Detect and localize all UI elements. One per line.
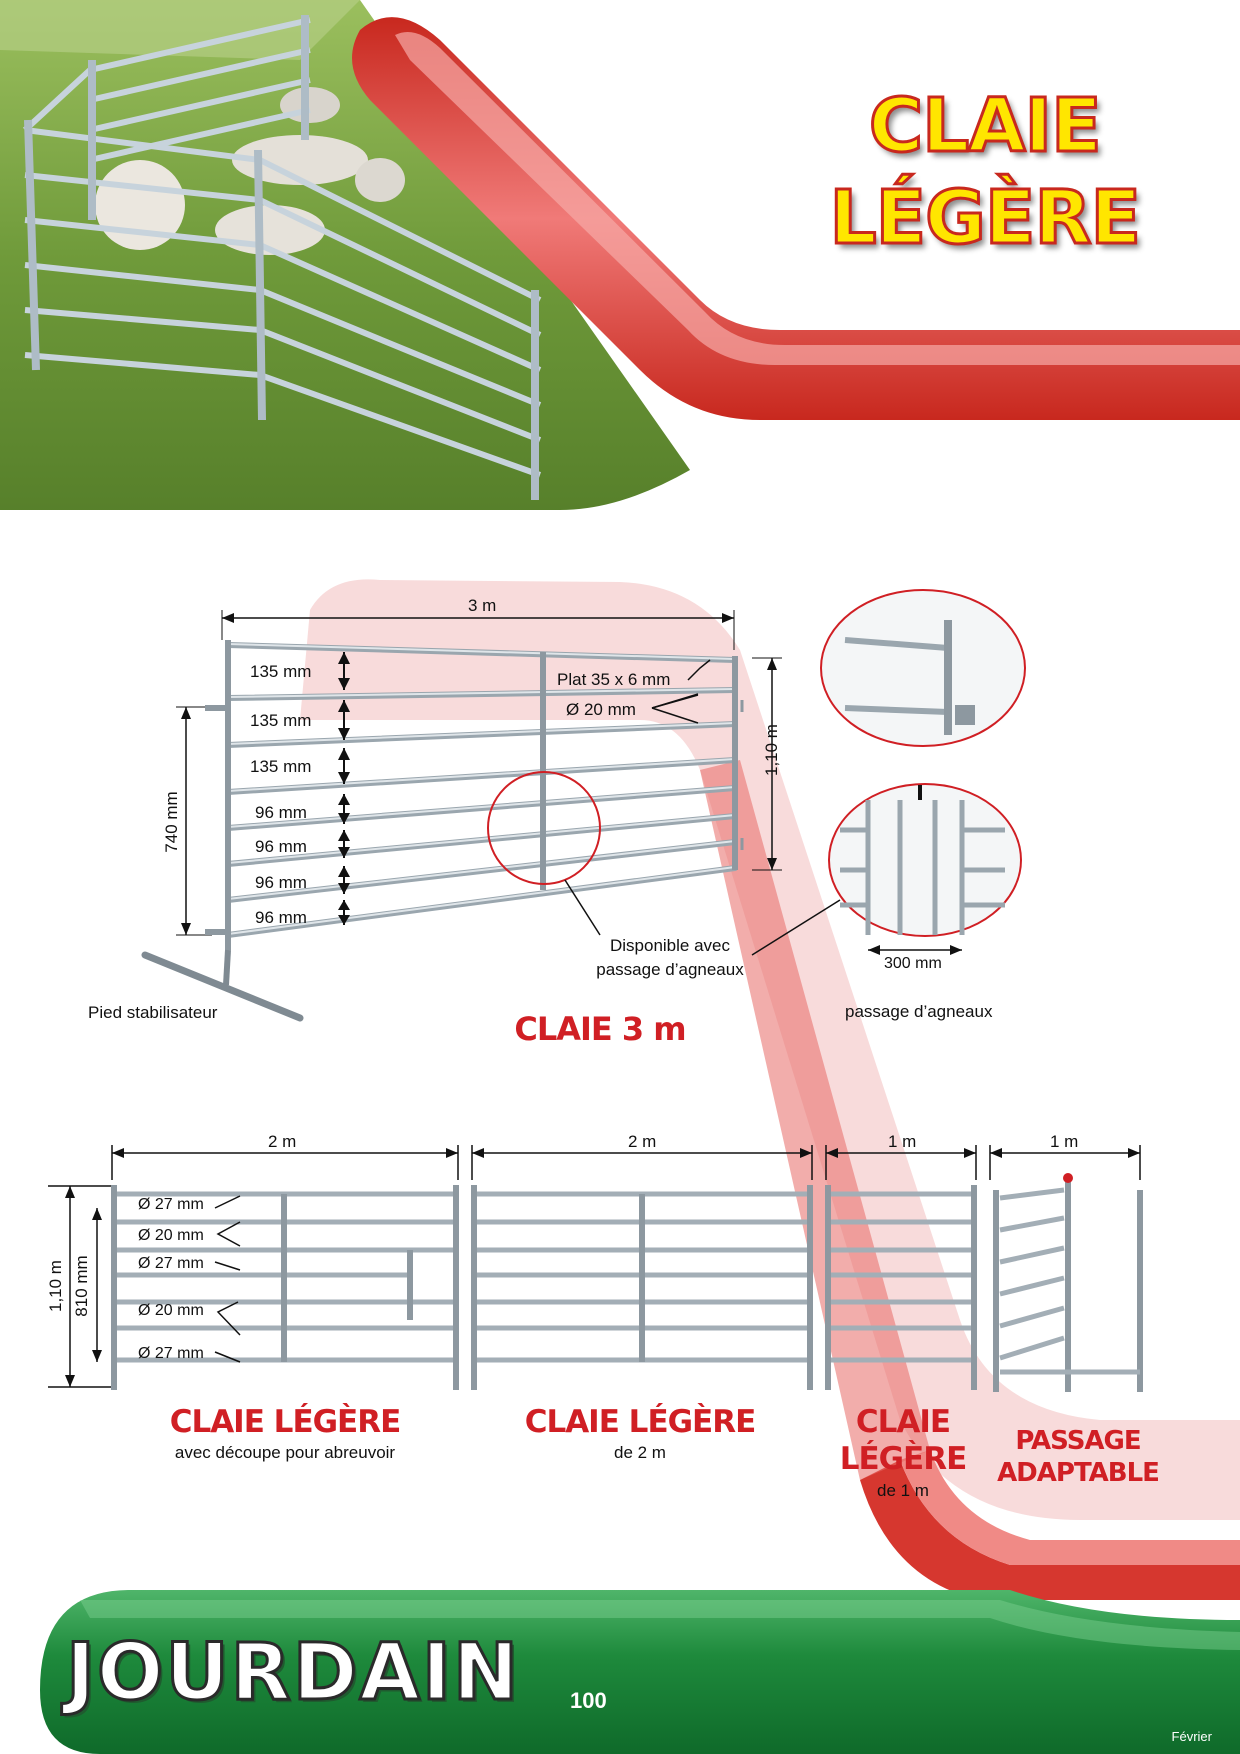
title-line-2: LÉGÈRE: [828, 174, 1143, 263]
gap-label: 96 mm: [255, 803, 307, 822]
title-line-1: CLAIE: [867, 82, 1103, 171]
footer-month: Février: [1171, 1729, 1212, 1744]
panel3-sub: de 1 m: [877, 1481, 929, 1500]
panel1-sub: avec découpe pour abreuvoir: [174, 1443, 396, 1462]
diameter-label: Ø 20 mm: [138, 1227, 204, 1244]
dim-height-110: 1,10 m: [762, 724, 781, 776]
height-outer: 1,10 m: [46, 1260, 65, 1312]
width-label: 1 m: [888, 1132, 917, 1151]
passage-label: passage d’agneaux: [845, 1002, 993, 1021]
width-label: 1 m: [1050, 1132, 1079, 1151]
panel2-title: CLAIE LÉGÈRE: [524, 1404, 757, 1440]
tube-label: Ø 20 mm: [566, 700, 636, 719]
panel1-title: CLAIE LÉGÈRE: [169, 1404, 402, 1440]
gap-label: 96 mm: [255, 908, 307, 927]
dim-3m: 3 m: [468, 596, 497, 615]
claie-3m-diagram: [141, 610, 841, 1022]
bottom-diagrams: [48, 1145, 1143, 1392]
dispo-line-2: passage d’agneaux: [596, 960, 744, 979]
diameter-label: Ø 20 mm: [138, 1302, 204, 1319]
dispo-line-1: Disponible avec: [609, 936, 730, 955]
green-footer-bar: [40, 1590, 1240, 1754]
pied-label: Pied stabilisateur: [88, 1003, 218, 1022]
dim-740mm: 740 mm: [162, 791, 181, 853]
gap-label: 135 mm: [250, 662, 312, 681]
detail-circle-passage: [828, 783, 1022, 955]
panel4-title-2: ADAPTABLE: [997, 1458, 1160, 1488]
height-inner: 810 mm: [72, 1255, 91, 1317]
pink-band: [300, 579, 1240, 1520]
panel3-title-2: LÉGÈRE: [839, 1441, 968, 1477]
page-title: CLAIE LÉGÈRE: [828, 80, 1143, 264]
plat-label: Plat 35 x 6 mm: [557, 670, 671, 689]
passage-width: 300 mm: [884, 955, 942, 972]
panel4-title-1: PASSAGE: [1015, 1426, 1141, 1456]
diameter-label: Ø 27 mm: [138, 1255, 204, 1272]
width-label: 2 m: [268, 1132, 297, 1151]
page-number: 100: [570, 1688, 607, 1713]
panel3-title-1: CLAIE: [855, 1404, 951, 1440]
detail-circle-top: [820, 589, 1026, 747]
gap-label: 96 mm: [255, 873, 307, 892]
diameter-label: Ø 27 mm: [138, 1196, 204, 1213]
claie-3m-title: CLAIE 3 m: [514, 1010, 686, 1048]
width-label: 2 m: [628, 1132, 657, 1151]
jourdain-logo: JOURDAIN: [64, 1627, 521, 1720]
panel2-sub: de 2 m: [614, 1443, 666, 1462]
gap-label: 96 mm: [255, 837, 307, 856]
gap-label: 135 mm: [250, 711, 312, 730]
diameter-label: Ø 27 mm: [138, 1345, 204, 1362]
gap-label: 135 mm: [250, 757, 312, 776]
